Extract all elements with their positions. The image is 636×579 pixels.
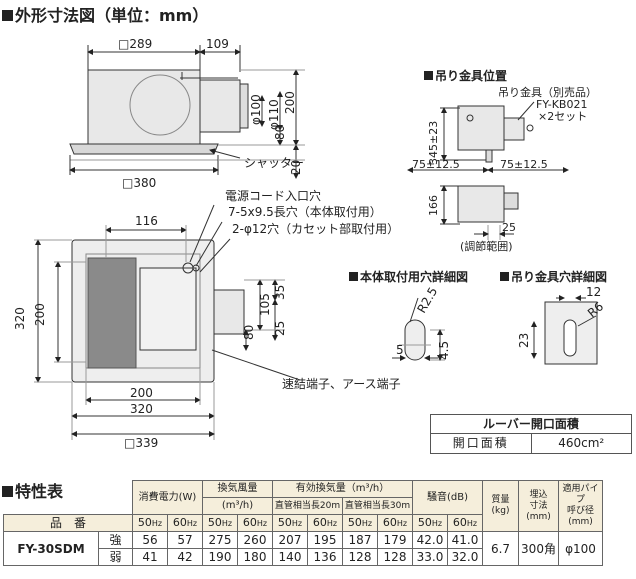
- dim-hanger-right: 75±12.5: [500, 158, 548, 171]
- col-power: 消費電力(W): [132, 480, 203, 515]
- dim-duct-dia-1: φ100: [249, 94, 263, 125]
- col-airflow: 換気風量: [202, 480, 273, 498]
- table-row: FY-30SDM 強 56 57 275 260 207 195 187 179…: [3, 531, 603, 566]
- shutter-label: シャッター: [244, 156, 304, 170]
- col-pipe: 適用パイプ呼び径(mm): [558, 480, 603, 532]
- hanger-part-label: 吊り金具（別売品）: [498, 85, 597, 99]
- hz-row: 品 番 50Hz 60Hz 50Hz 60Hz 50Hz 60Hz 50Hz 6…: [3, 514, 603, 532]
- row-label: 品 番: [3, 514, 133, 532]
- slot-holes-label: 7-5x9.5長穴（本体取付用）: [228, 204, 382, 219]
- louver-label: 開口面積: [431, 434, 532, 453]
- col-mass: 質量(kg): [482, 480, 519, 532]
- square-bullet-icon: [349, 272, 358, 281]
- mount-hole-height: 4.5: [437, 341, 451, 360]
- dim-duct-offset: 109: [206, 37, 229, 51]
- cord-hole-label: 電源コード入口穴: [225, 188, 321, 203]
- col-airflow-unit: (m³/h): [202, 497, 273, 515]
- dim-320-h: 320: [130, 402, 153, 416]
- hanger-view: [407, 101, 569, 240]
- col-embed: 埋込寸法(mm): [518, 480, 559, 532]
- louver-value: 460cm²: [558, 436, 605, 450]
- dim-top-width: □289: [118, 37, 152, 51]
- square-bullet-icon: [500, 272, 509, 281]
- dim-25: 25: [273, 321, 287, 336]
- dim-duct-dia-2: φ110: [267, 99, 281, 130]
- col-duct30: 直管相当長30m: [342, 497, 413, 515]
- mode-strong: 強: [98, 531, 133, 549]
- heading-hanger-hole: 吊り金具穴詳細図: [500, 268, 607, 285]
- dim-flange-height: 20: [289, 160, 303, 175]
- dim-105: 105: [258, 293, 272, 316]
- dim-200-v: 200: [33, 303, 47, 326]
- louver-area-box: ルーバー開口面積 開口面積 460cm²: [430, 414, 632, 454]
- cassette-holes-label: 2-φ12穴（カセット部取付用）: [232, 221, 399, 236]
- hanger-qty: ×2セット: [538, 110, 587, 123]
- square-bullet-icon: [2, 10, 13, 21]
- dimension-diagram: □289 109 □380 シャッター φ100 φ110 200 80 20 …: [13, 37, 606, 450]
- hanger-hole-width: 12: [586, 285, 601, 299]
- dim-116: 116: [135, 214, 158, 228]
- mount-hole-detail: [392, 297, 445, 361]
- hanger-hole-detail: [531, 295, 598, 365]
- col-duct20: 直管相当長20m: [272, 497, 343, 515]
- pipe-cell: φ100: [558, 531, 603, 566]
- dim-hanger-25: 25: [502, 221, 516, 234]
- hanger-model: FY-KB021: [536, 98, 587, 111]
- dim-bottom-width: □380: [122, 176, 156, 190]
- col-effective: 有効換気量（m³/h）: [272, 480, 413, 498]
- dim-35: 35: [273, 285, 287, 300]
- dim-320-v: 320: [13, 307, 27, 330]
- dim-duct-height: 80: [273, 125, 287, 140]
- embed-cell: 300角: [518, 531, 559, 566]
- mount-hole-radius: R2.5: [414, 285, 440, 316]
- terminal-label: 速結端子、アース端子: [282, 377, 401, 391]
- mount-hole-width: 5: [396, 343, 404, 357]
- dim-200-h: 200: [130, 386, 153, 400]
- spec-table: 消費電力(W) 換気風量 有効換気量（m³/h） 騒音(dB) 質量(kg) 埋…: [3, 480, 603, 566]
- heading-dimensions: 外形寸法図（単位：mm）: [2, 2, 208, 26]
- dim-height: 200: [283, 91, 297, 114]
- table-row: 弱 41 42 190 180 140 136 128 128 33.0 32.…: [4, 548, 603, 566]
- side-view: [69, 45, 305, 179]
- dim-80: 80: [242, 325, 256, 340]
- adjust-range-label: (調節範囲): [460, 239, 513, 253]
- dim-hanger-height: 345±23: [427, 121, 440, 165]
- dim-339: □339: [124, 436, 158, 450]
- heading-mount-hole: 本体取付用穴詳細図: [349, 268, 468, 285]
- dim-hanger-166: 166: [427, 195, 440, 216]
- hanger-hole-height: 23: [517, 333, 531, 348]
- col-noise: 騒音(dB): [412, 480, 483, 515]
- mode-weak: 弱: [98, 548, 133, 566]
- bottom-view: [34, 204, 301, 440]
- square-bullet-icon: [424, 71, 433, 80]
- louver-title: ルーバー開口面積: [431, 415, 631, 434]
- model-cell: FY-30SDM: [3, 531, 99, 566]
- heading-hanger-position: 吊り金具位置: [424, 67, 507, 84]
- mass-cell: 6.7: [482, 531, 519, 566]
- dim-hanger-left: 75±12.5: [412, 158, 460, 171]
